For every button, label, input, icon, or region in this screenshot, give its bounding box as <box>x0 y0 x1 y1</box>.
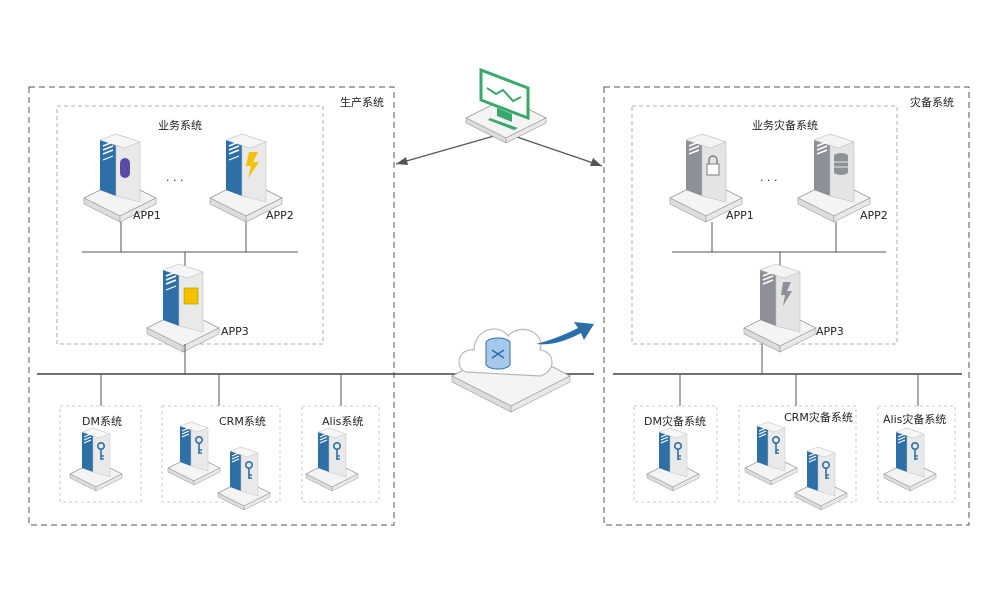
alis-dr-box <box>877 405 956 503</box>
dm-dr-server-icon <box>646 427 700 492</box>
disaster-system-box <box>603 86 970 526</box>
alis-system-box <box>301 405 380 503</box>
alis-dr-label: Alis灾备系统 <box>883 412 946 426</box>
disaster-system-title: 灾备系统 <box>910 95 954 109</box>
dm-system-box <box>59 405 142 503</box>
dr-app2-label: APP2 <box>860 209 888 222</box>
alis-system-label: Alis系统 <box>322 415 363 428</box>
alis-server-icon <box>305 427 359 492</box>
app3-server-icon <box>146 263 220 353</box>
ellipsis-label: · · · <box>166 174 183 187</box>
business-system-title: 业务系统 <box>158 119 202 132</box>
replication-arrow-icon <box>536 322 594 345</box>
app2-server-icon <box>209 133 283 223</box>
monitor-link-left <box>395 135 495 165</box>
app1-server-icon <box>83 133 157 223</box>
crm-dr-label: CRM灾备系统 <box>784 410 853 424</box>
crm-server-icon-2 <box>217 446 271 511</box>
app3-label: APP3 <box>221 325 249 338</box>
dr-app1-label: APP1 <box>726 209 754 222</box>
dr-ellipsis-label: · · · <box>760 174 777 187</box>
monitor-icon <box>465 67 547 144</box>
dm-server-icon <box>69 427 123 492</box>
alis-dr-server-icon <box>883 427 937 492</box>
production-system-box <box>28 86 395 526</box>
dm-dr-label: DM灾备系统 <box>644 414 706 428</box>
production-system-title: 生产系统 <box>340 95 384 109</box>
business-dr-title: 业务灾备系统 <box>752 118 818 132</box>
crm-dr-server-icon-1 <box>744 421 798 486</box>
app1-label: APP1 <box>133 209 161 222</box>
crm-server-icon-1 <box>167 421 221 486</box>
crm-system-box <box>161 405 281 503</box>
dr-app2-server-icon <box>797 133 871 223</box>
monitor-link-right <box>513 135 603 167</box>
dr-app3-label: APP3 <box>816 325 844 338</box>
dr-app1-server-icon <box>669 133 743 223</box>
dr-app3-server-icon <box>743 263 817 353</box>
cloud-sync-icon <box>451 328 571 413</box>
crm-dr-server-icon-2 <box>794 446 848 511</box>
dm-system-label: DM系统 <box>82 415 122 428</box>
app2-label: APP2 <box>266 209 294 222</box>
crm-system-label: CRM系统 <box>219 415 266 428</box>
crm-dr-box <box>738 405 857 503</box>
